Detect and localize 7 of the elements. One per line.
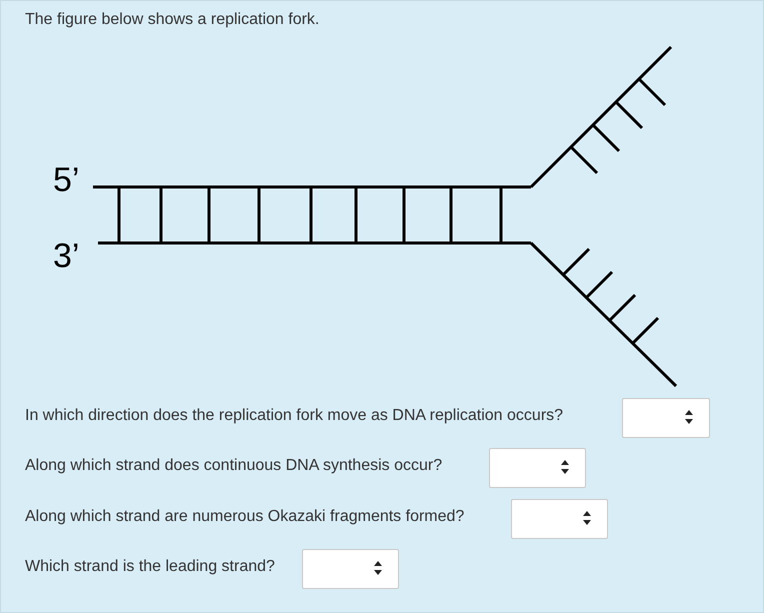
question-text: Along which strand are numerous Okazaki fragments formed? [25,508,464,526]
question-text: Along which strand does continuous DNA synthesis occur? [25,457,442,475]
strand-end-label: 3’ [53,237,80,276]
question-text: In which direction does the replication fork move as DNA replication occurs? [25,407,564,425]
intro-text: The figure below shows a replication fork. [25,11,320,29]
question-text: Which strand is the leading strand? [25,558,275,576]
strand-end-label: 5’ [53,161,80,200]
